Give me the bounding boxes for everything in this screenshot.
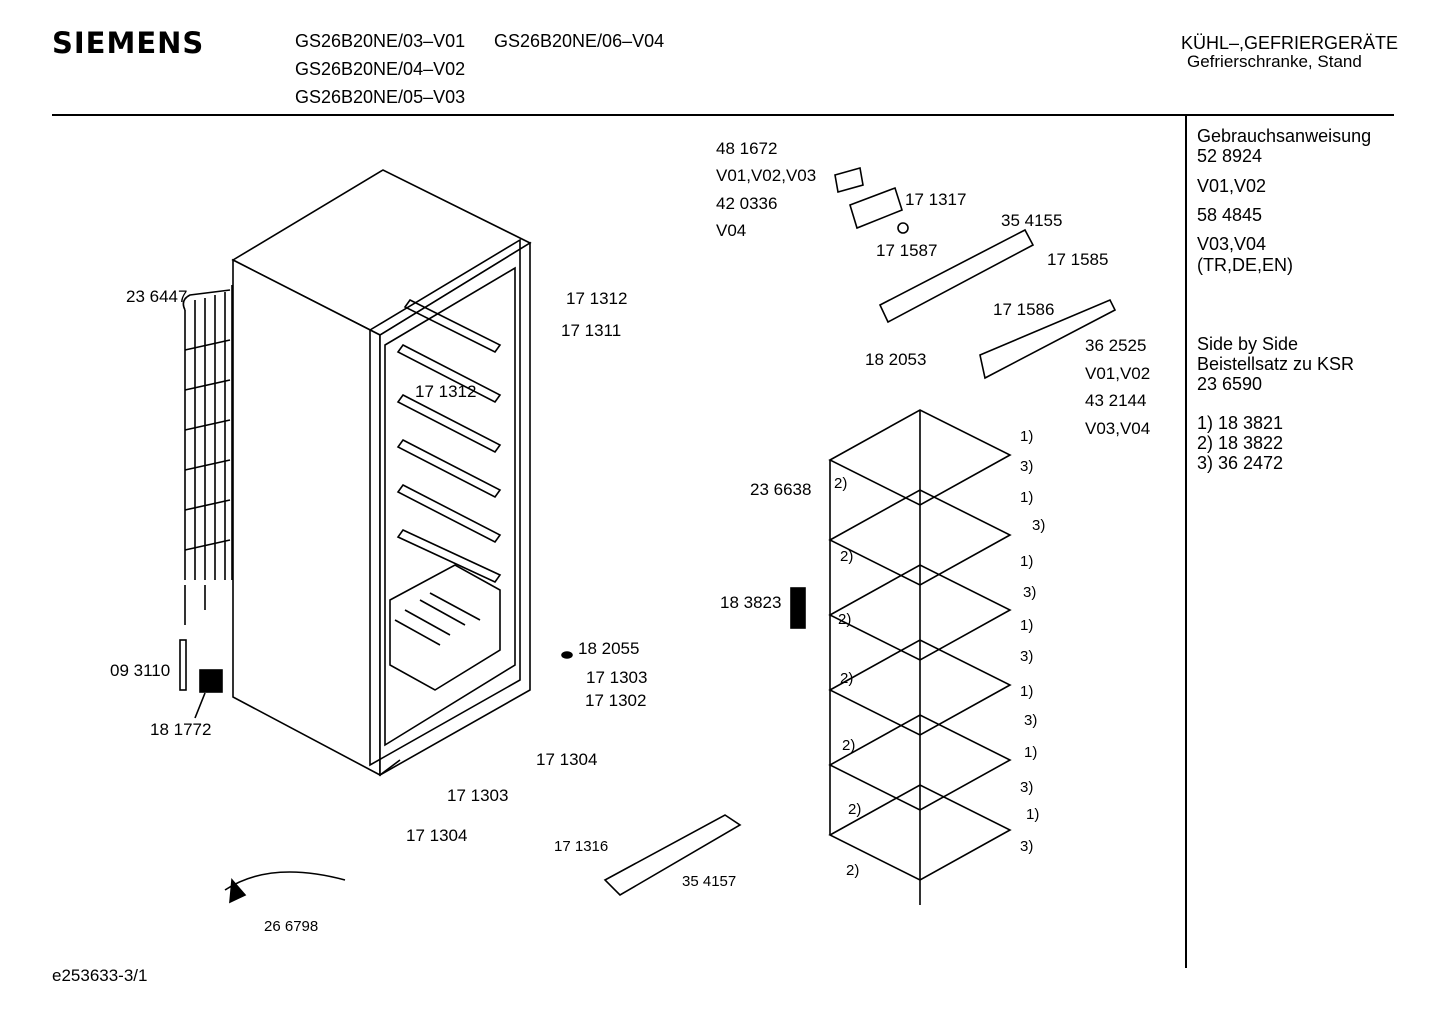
side-line: Side by Side (1197, 334, 1299, 354)
part-label: 17 1587 (876, 241, 938, 260)
callout-2: 2) (840, 548, 854, 565)
side-line: Gebrauchsanweisung (1197, 126, 1372, 146)
header-divider (52, 114, 1394, 116)
part-label: V03,V04 (1085, 419, 1151, 438)
part-label: 17 1312 (415, 382, 477, 401)
callout-2: 2) (848, 801, 862, 818)
part-label: 43 2144 (1085, 391, 1147, 410)
side-line: V03,V04 (1197, 234, 1267, 254)
part-label: 17 1311 (561, 321, 622, 340)
side-line: 2) 18 3822 (1197, 433, 1284, 453)
part-label: 17 1302 (585, 691, 647, 710)
part-label: 35 4157 (682, 873, 737, 890)
callout-1: 1) (1020, 489, 1034, 506)
callout-3: 3) (1024, 712, 1038, 729)
control-panel (878, 228, 1035, 324)
callout-2: 2) (842, 737, 856, 754)
part-label: 23 6638 (750, 480, 812, 499)
callout-1: 1) (1024, 744, 1038, 761)
part-label: V01,V02,V03 (716, 166, 817, 185)
bottom-drawer-area (389, 564, 501, 691)
side-line: 3) 36 2472 (1197, 453, 1284, 473)
part-label: 18 2055 (578, 639, 640, 658)
part-label: 18 1772 (150, 720, 212, 739)
part-label: 48 1672 (716, 139, 778, 158)
cabinet-body (231, 169, 532, 777)
document-id: e253633-3/1 (52, 966, 148, 985)
callout-1: 1) (1020, 428, 1034, 445)
category-subtitle: Gefrierschranke, Stand (1187, 52, 1362, 71)
callout-1: 1) (1020, 617, 1034, 634)
callout-2: 2) (834, 475, 848, 492)
part-label: 23 6447 (126, 287, 188, 306)
side-line: 23 6590 (1197, 374, 1263, 394)
callout-3: 3) (1020, 838, 1034, 855)
side-line: 52 8924 (1197, 146, 1263, 166)
panel-strip (979, 298, 1117, 380)
part-label: 18 2053 (865, 350, 927, 369)
side-line: Beistellsatz zu KSR (1197, 354, 1355, 374)
callout-1: 1) (1020, 683, 1034, 700)
part-label: 18 3823 (720, 593, 782, 612)
side-line: 58 4845 (1197, 205, 1263, 225)
part-label: 17 1312 (566, 289, 628, 308)
callout-3: 3) (1023, 584, 1037, 601)
part-label: 17 1304 (406, 826, 468, 845)
part-label: 09 3110 (110, 661, 171, 680)
callout-2: 2) (838, 611, 852, 628)
model-number: GS26B20NE/04–V02 (295, 59, 466, 79)
relay-part (199, 669, 223, 693)
part-label: 42 0336 (716, 194, 778, 213)
part-label: V01,V02 (1085, 364, 1151, 383)
category-title: KÜHL–,GEFRIERGERÄTE (1181, 33, 1399, 53)
callout-1: 1) (1026, 806, 1040, 823)
part-label: 17 1585 (1047, 250, 1109, 269)
callout-3: 3) (1032, 517, 1046, 534)
side-divider (1185, 116, 1187, 968)
part-label: 36 2525 (1085, 336, 1147, 355)
part-label: 17 1303 (447, 786, 509, 805)
part-label: 17 1586 (993, 300, 1055, 319)
side-line: 1) 18 3821 (1197, 413, 1284, 433)
plinth-grille (603, 814, 742, 897)
side-line: V01,V02 (1197, 176, 1267, 196)
sensor-tube (179, 639, 187, 691)
callout-2: 2) (846, 862, 860, 879)
part-label: 17 1304 (536, 750, 598, 769)
callout-1: 1) (1020, 553, 1034, 570)
power-cord (224, 871, 346, 891)
part-label: 17 1303 (586, 668, 648, 687)
callout-3: 3) (1020, 648, 1034, 665)
callout-3: 3) (1020, 779, 1034, 796)
condenser-coil (182, 285, 233, 625)
part-label: 17 1317 (905, 190, 967, 209)
model-number: GS26B20NE/06–V04 (494, 31, 665, 51)
evaporator-grid (828, 409, 1012, 905)
side-line: (TR,DE,EN) (1197, 255, 1293, 275)
part-label: V04 (716, 221, 747, 240)
model-number: GS26B20NE/03–V01 (295, 31, 466, 51)
part-label: 35 4155 (1001, 211, 1063, 230)
callout-3: 3) (1020, 458, 1034, 475)
shelf-rails (396, 298, 502, 584)
model-number: GS26B20NE/05–V03 (295, 87, 466, 107)
part-label: 26 6798 (264, 918, 319, 935)
bin-part (790, 587, 806, 629)
callout-2: 2) (840, 670, 854, 687)
part-label: 17 1316 (554, 838, 609, 855)
brand-logo: SIEMENS (52, 26, 205, 60)
